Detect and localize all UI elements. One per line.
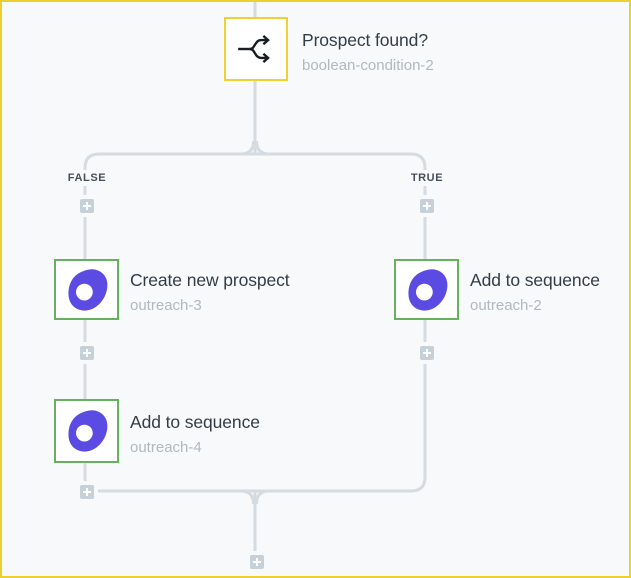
node-outreach-3-labels: Create new prospect outreach-3	[130, 270, 290, 315]
outreach-icon	[67, 410, 107, 452]
node-title: Prospect found?	[302, 30, 428, 50]
outreach-icon	[407, 268, 447, 311]
node-outreach-4-labels: Add to sequence outreach-4	[130, 412, 260, 457]
plus-icon	[420, 199, 434, 213]
node-boolean-condition-labels: Prospect found? boolean-condition-2	[302, 30, 434, 75]
plus-icon	[250, 555, 264, 569]
node-subtitle: outreach-3	[130, 297, 202, 314]
node-subtitle: outreach-4	[130, 439, 202, 456]
node-outreach-2-labels: Add to sequence outreach-2	[470, 270, 600, 315]
node-subtitle: outreach-2	[470, 297, 542, 314]
branch-label-false: FALSE	[61, 170, 113, 186]
plus-icon	[80, 199, 94, 213]
node-outreach-2-card[interactable]	[394, 259, 459, 320]
plus-icon	[80, 346, 94, 360]
node-title: Add to sequence	[470, 270, 600, 290]
add-step-button-false-bottom[interactable]	[76, 481, 98, 503]
add-step-button-merge-bottom[interactable]	[246, 551, 268, 573]
outreach-icon	[67, 268, 107, 311]
node-title: Create new prospect	[130, 270, 290, 290]
branch-label-true: TRUE	[401, 170, 453, 186]
add-step-button-false-middle[interactable]	[76, 342, 98, 364]
node-subtitle: boolean-condition-2	[302, 57, 434, 74]
add-step-button-true-top[interactable]	[416, 195, 438, 217]
branch-icon	[238, 34, 270, 64]
node-title: Add to sequence	[130, 412, 260, 432]
node-boolean-condition-card[interactable]	[224, 17, 288, 81]
node-outreach-3-card[interactable]	[54, 259, 119, 320]
add-step-button-false-top[interactable]	[76, 195, 98, 217]
plus-icon	[420, 346, 434, 360]
node-outreach-4-card[interactable]	[54, 399, 119, 463]
add-step-button-true-middle[interactable]	[416, 342, 438, 364]
plus-icon	[80, 485, 94, 499]
